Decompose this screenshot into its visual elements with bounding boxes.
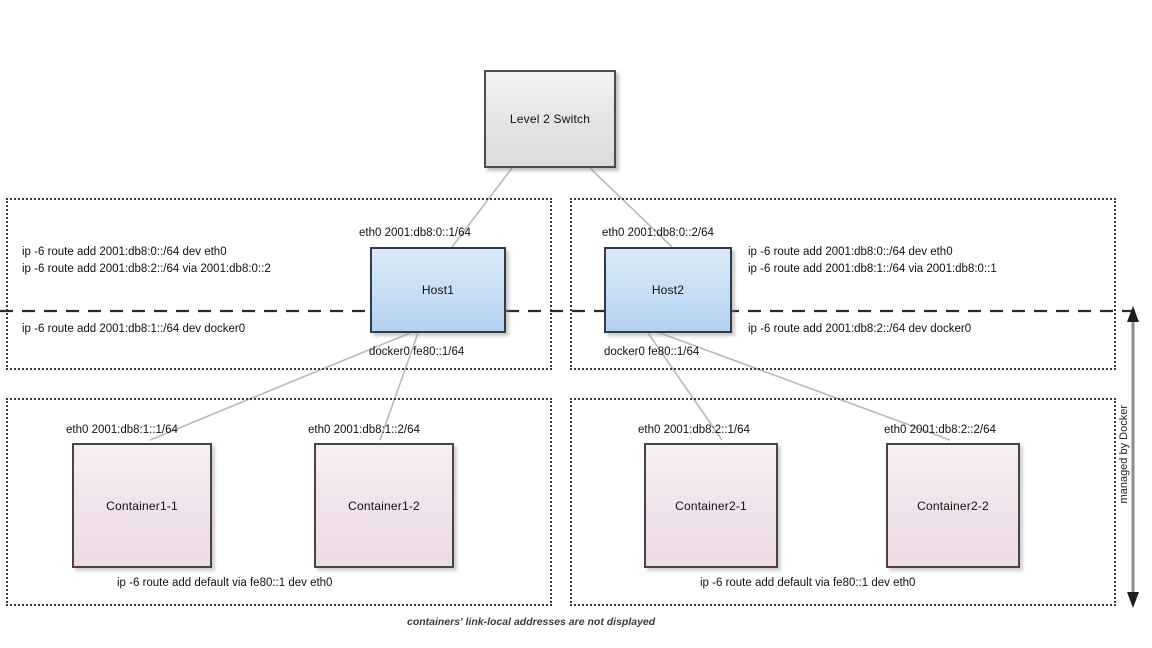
node-container1-2[interactable]: Container1-2 [314, 443, 454, 568]
container2-2-eth0-label: eth0 2001:db8:2::2/64 [884, 424, 996, 436]
managed-by-docker-label: managed by Docker [1118, 405, 1130, 504]
host1-label: Host1 [421, 283, 455, 297]
node-container1-1[interactable]: Container1-1 [72, 443, 212, 568]
node-level-2-switch[interactable]: Level 2 Switch [484, 70, 616, 168]
host1-eth0-label: eth0 2001:db8:0::1/64 [359, 227, 471, 239]
node-host1[interactable]: Host1 [370, 247, 506, 333]
container-group-1-default-route: ip -6 route add default via fe80::1 dev … [117, 577, 333, 589]
container-group-2-default-route: ip -6 route add default via fe80::1 dev … [700, 577, 916, 589]
container2-1-label: Container2-1 [675, 498, 747, 513]
host2-docker0-label: docker0 fe80::1/64 [604, 346, 700, 358]
host2-label: Host2 [651, 283, 685, 297]
container1-2-label: Container1-2 [348, 498, 420, 513]
node-host2[interactable]: Host2 [604, 247, 732, 333]
container2-1-eth0-label: eth0 2001:db8:2::1/64 [638, 424, 750, 436]
container2-2-label: Container2-2 [917, 498, 989, 513]
host2-route-above-2: ip -6 route add 2001:db8:1::/64 via 2001… [748, 263, 997, 275]
host2-route-below-1: ip -6 route add 2001:db8:2::/64 dev dock… [748, 323, 972, 335]
host1-route-above-2: ip -6 route add 2001:db8:2::/64 via 2001… [22, 263, 271, 275]
switch-label: Level 2 Switch [509, 112, 591, 126]
container1-1-eth0-label: eth0 2001:db8:1::1/64 [66, 424, 178, 436]
container1-2-eth0-label: eth0 2001:db8:1::2/64 [308, 424, 420, 436]
node-container2-1[interactable]: Container2-1 [644, 443, 778, 568]
host1-route-above-1: ip -6 route add 2001:db8:0::/64 dev eth0 [22, 246, 227, 258]
container1-1-label: Container1-1 [106, 498, 178, 513]
host2-eth0-label: eth0 2001:db8:0::2/64 [602, 227, 714, 239]
host1-docker0-label: docker0 fe80::1/64 [369, 346, 465, 358]
node-container2-2[interactable]: Container2-2 [886, 443, 1020, 568]
host2-route-above-1: ip -6 route add 2001:db8:0::/64 dev eth0 [748, 246, 953, 258]
footnote-link-local: containers' link-local addresses are not… [407, 616, 656, 628]
host1-route-below-1: ip -6 route add 2001:db8:1::/64 dev dock… [22, 323, 246, 335]
